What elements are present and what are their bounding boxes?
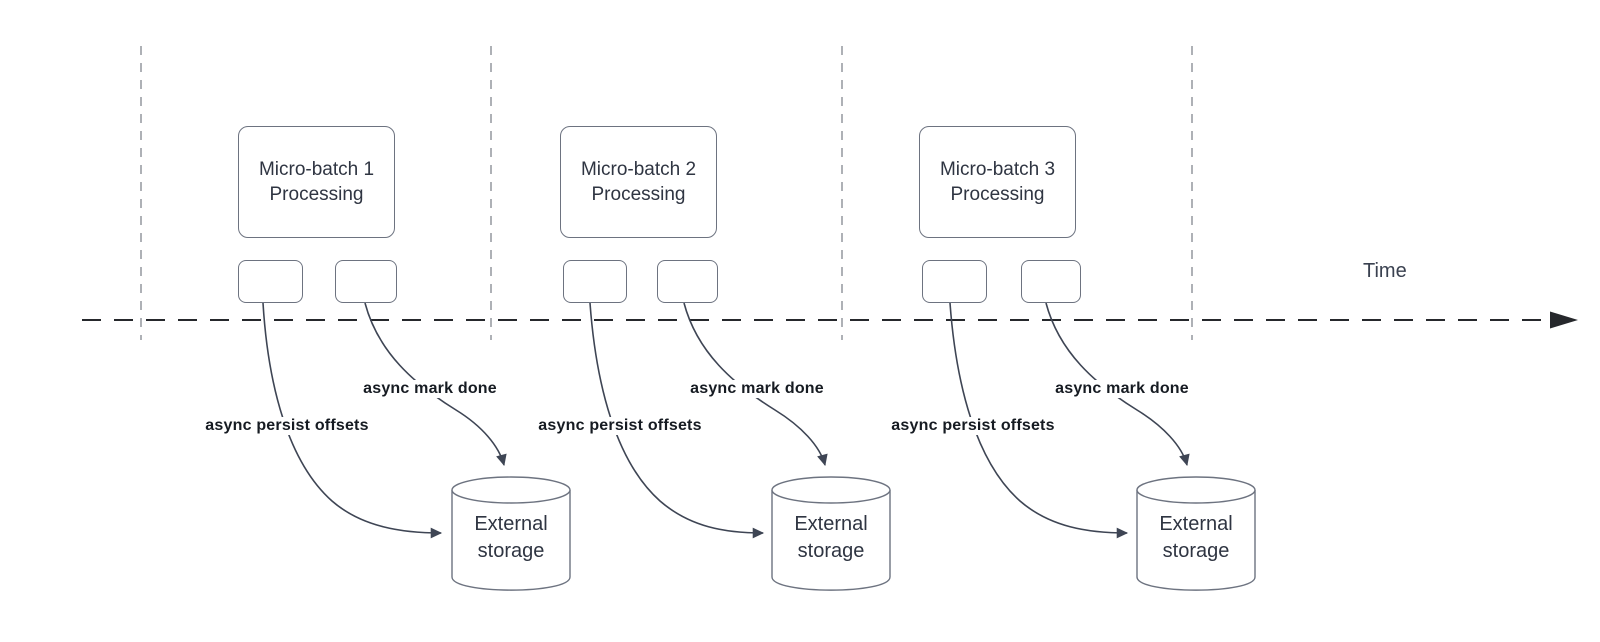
cylinder-body	[451, 490, 571, 591]
interval-guide-lines	[140, 46, 1193, 340]
persist-offsets-label-1: async persist offsets	[202, 417, 372, 435]
micro-batch-2-title: Micro-batch 2 Processing	[580, 159, 697, 205]
persist-offsets-label-3: async persist offsets	[888, 417, 1058, 435]
external-storage-cylinder-3	[1136, 476, 1256, 591]
micro-batch-1-title: Micro-batch 1 Processing	[258, 159, 375, 205]
persist-offsets-task-box-3	[922, 260, 987, 303]
cylinder-body	[771, 490, 891, 591]
cylinder-top	[1136, 476, 1256, 504]
persist-offsets-arrow-1	[262, 302, 443, 539]
persist-offsets-arrow-3	[949, 302, 1129, 539]
time-axis-arrowhead-icon	[1550, 311, 1578, 329]
micro-batch-1-box: Micro-batch 1 Processing	[238, 126, 395, 238]
external-storage-cylinder-2	[771, 476, 891, 591]
mark-done-label-3: async mark done	[1052, 380, 1192, 398]
mark-done-arrow-1	[364, 302, 507, 467]
cylinder-body	[1136, 490, 1256, 591]
persist-offsets-arrow-2	[589, 302, 765, 539]
persist-offsets-task-box-2	[563, 260, 627, 303]
external-storage-cylinder-1	[451, 476, 571, 591]
mark-done-task-box-3	[1021, 260, 1081, 303]
cylinder-top	[771, 476, 891, 504]
persist-offsets-label-2: async persist offsets	[535, 417, 705, 435]
micro-batch-3-title: Micro-batch 3 Processing	[939, 159, 1056, 205]
mark-done-task-box-1	[335, 260, 397, 303]
cylinder-top	[451, 476, 571, 504]
micro-batch-3-box: Micro-batch 3 Processing	[919, 126, 1076, 238]
mark-done-label-2: async mark done	[687, 380, 827, 398]
external-storage-label-1: External storage	[474, 513, 548, 562]
external-storage-label-3: External storage	[1159, 513, 1233, 562]
external-storage-label-2: External storage	[794, 513, 868, 562]
time-axis	[82, 311, 1578, 329]
mark-done-task-box-2	[657, 260, 718, 303]
mark-done-arrow-2	[683, 302, 828, 467]
mark-done-arrow-3	[1045, 302, 1190, 467]
persist-offsets-task-box-1	[238, 260, 303, 303]
mark-done-label-1: async mark done	[360, 380, 500, 398]
time-axis-label: Time	[1363, 260, 1407, 282]
micro-batch-2-box: Micro-batch 2 Processing	[560, 126, 717, 238]
